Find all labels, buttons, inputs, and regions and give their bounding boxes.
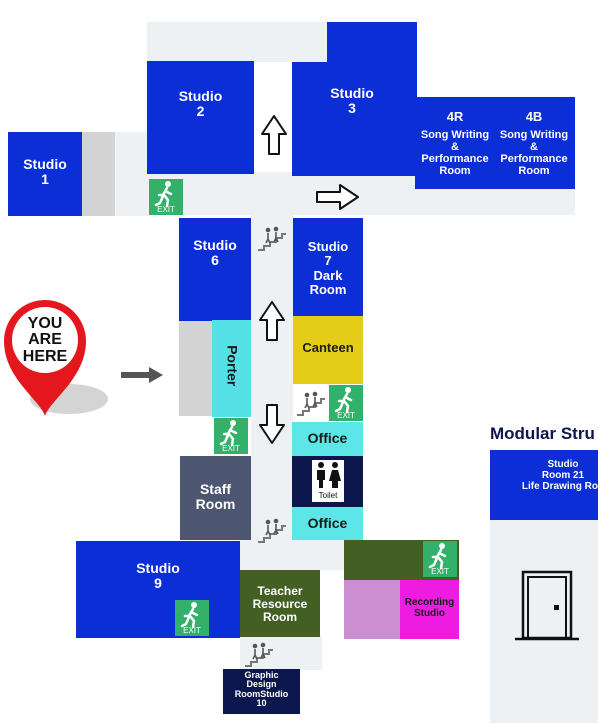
teacher-resource-label: Teacher Resource Room	[252, 584, 308, 625]
office-top-label: Office	[307, 430, 348, 446]
down-arrow-icon	[259, 404, 285, 444]
office-top[interactable]: Office	[292, 422, 363, 456]
studio-room-21[interactable]: Studio Room 21 Life Drawing Roo	[490, 450, 598, 520]
toilet-label: Toilet	[318, 491, 338, 500]
door-icon[interactable]	[513, 568, 581, 642]
studio-3-label: Studio 3	[330, 85, 374, 117]
exit-sign-icon: EXIT	[149, 179, 183, 215]
porter[interactable]: Porter	[212, 320, 251, 417]
studio-3[interactable]	[292, 62, 417, 176]
right-arrow-icon	[316, 184, 359, 210]
location-pin-icon	[4, 300, 86, 416]
canteen[interactable]: Canteen	[293, 316, 363, 384]
exit-sign-icon: EXIT	[175, 600, 209, 636]
studio-6[interactable]: Studio 6	[179, 218, 251, 321]
corridor-gray-left	[82, 132, 115, 216]
studio-3-top	[327, 22, 417, 64]
exit-sign-icon: EXIT	[329, 385, 363, 421]
studio-2[interactable]: Studio 2	[147, 61, 254, 174]
stairs-icon	[258, 518, 286, 543]
staff-room[interactable]: Staff Room	[180, 456, 251, 540]
studio-2-label: Studio 2	[178, 88, 223, 120]
stairs-icon	[245, 642, 273, 667]
teacher-resource-room[interactable]: Teacher Resource Room	[240, 570, 320, 637]
corridor-top	[147, 22, 327, 62]
modular-structure-title: Modular Stru	[490, 424, 595, 443]
office-bottom[interactable]: Office	[292, 507, 363, 540]
studio-room-21-label: Studio Room 21 Life Drawing Roo	[521, 459, 598, 492]
recording-studio[interactable]: Recording Studio	[400, 580, 459, 639]
toilet[interactable]: Toilet	[292, 456, 363, 507]
studio-1[interactable]: Studio 1	[8, 132, 82, 216]
studio-7-dark-room[interactable]: Studio 7 Dark Room	[293, 218, 363, 316]
room-4b-name: Song Writing & Performance Room	[499, 129, 569, 178]
corridor-center	[251, 215, 293, 545]
studio-6-label: Studio 6	[193, 237, 237, 269]
porter-gray	[179, 320, 212, 416]
graphic-design-label: Graphic Design RoomStudio 10	[234, 670, 289, 709]
up-arrow-icon	[259, 301, 285, 341]
room-4b-code: 4B	[525, 109, 543, 124]
room-4r-code: 4R	[446, 109, 464, 124]
studio-1-label: Studio 1	[23, 156, 67, 188]
graphic-design-room[interactable]: Graphic Design RoomStudio 10	[223, 669, 300, 714]
studio-9-label: Studio 9	[136, 560, 180, 592]
stairs-icon	[258, 226, 286, 251]
studio-9[interactable]: Studio 9	[76, 541, 240, 638]
lilac-room[interactable]	[344, 580, 400, 639]
up-arrow-icon	[261, 115, 287, 155]
office-bottom-label: Office	[307, 515, 348, 531]
staff-room-label: Staff Room	[195, 481, 236, 513]
exit-sign-icon: EXIT	[214, 418, 248, 454]
room-4r-name: Song Writing & Performance Room	[420, 129, 490, 178]
modular-corridor	[490, 519, 598, 723]
corridor-center-lower	[238, 540, 346, 570]
you-are-here-text: YOU ARE HERE	[22, 315, 68, 365]
stairs-icon	[297, 391, 325, 416]
toilet-icon: Toilet	[312, 460, 344, 502]
corridor-bottom	[240, 636, 322, 670]
room-4r-4b[interactable]	[415, 97, 575, 189]
exit-sign-icon: EXIT	[423, 541, 457, 577]
corridor-left	[115, 132, 150, 216]
canteen-label: Canteen	[302, 340, 354, 355]
recording-studio-label: Recording Studio	[404, 597, 455, 619]
studio-7-label: Studio 7 Dark Room	[307, 239, 349, 297]
porter-label: Porter	[224, 345, 241, 387]
right-arrow-icon	[121, 367, 163, 383]
